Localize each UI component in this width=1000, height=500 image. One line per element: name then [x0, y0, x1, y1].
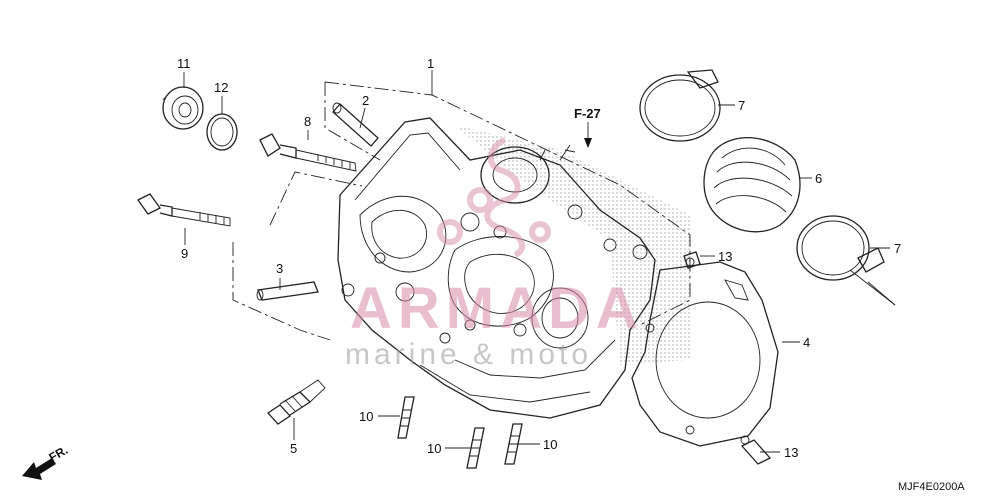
callout-1: 1: [427, 56, 434, 71]
dowel-part-3: [256, 281, 319, 301]
direction-arrow-icon: [22, 458, 56, 480]
callout-2: 2: [362, 93, 369, 108]
stud-part-10-b: [466, 427, 485, 469]
callout-13-upper: 13: [718, 249, 732, 264]
insulator-part-6: [703, 137, 801, 233]
leader-lines: [183, 70, 896, 453]
callout-13-lower: 13: [784, 445, 798, 460]
pin-part-2: [332, 102, 379, 147]
o-ring-part-12: [206, 113, 238, 151]
assembly-outline-left: [324, 82, 381, 161]
dowel-part-13-upper: [683, 251, 701, 269]
callout-5: 5: [290, 441, 297, 456]
callout-6: 6: [815, 171, 822, 186]
watermark-brand: ARMADA: [350, 276, 644, 341]
watermark-logo-icon: [437, 137, 551, 258]
shading-area: [455, 125, 690, 365]
dowel-part-13-lower: [740, 439, 772, 465]
gasket-outline: [232, 242, 331, 341]
diagram-code: MJF4E0200A: [898, 481, 965, 493]
callout-9: 9: [181, 246, 188, 261]
callout-10-a: 10: [359, 409, 373, 424]
bolt-outline: [269, 171, 363, 226]
watermark: ARMADA marine & moto: [345, 137, 644, 371]
bolt-part-9: [137, 193, 231, 227]
clamp-part-7-upper: [639, 69, 721, 142]
cylinder-head: [337, 117, 656, 419]
assembly-outline: [324, 81, 691, 326]
reference-arrow-icon: [584, 138, 592, 148]
clamp-part-7-lower: [796, 215, 885, 281]
callout-11: 11: [177, 56, 191, 71]
callout-10-b: 10: [427, 441, 441, 456]
reference-label: F-27: [574, 106, 601, 121]
watermark-subtitle: marine & moto: [345, 338, 592, 371]
stud-part-10-a: [397, 396, 415, 439]
cap-part-11: [162, 86, 204, 130]
stud-part-10-c: [504, 423, 523, 465]
bolt-part-8: [259, 133, 357, 172]
spark-plug-part-5: [267, 379, 326, 425]
callout-3: 3: [276, 261, 283, 276]
callout-12: 12: [214, 80, 228, 95]
callout-7-upper: 7: [738, 98, 745, 113]
callout-4: 4: [803, 335, 810, 350]
front-direction-indicator: FR.: [22, 443, 70, 480]
callout-7-lower: 7: [894, 241, 901, 256]
callout-10-c: 10: [543, 437, 557, 452]
callout-8: 8: [304, 114, 311, 129]
